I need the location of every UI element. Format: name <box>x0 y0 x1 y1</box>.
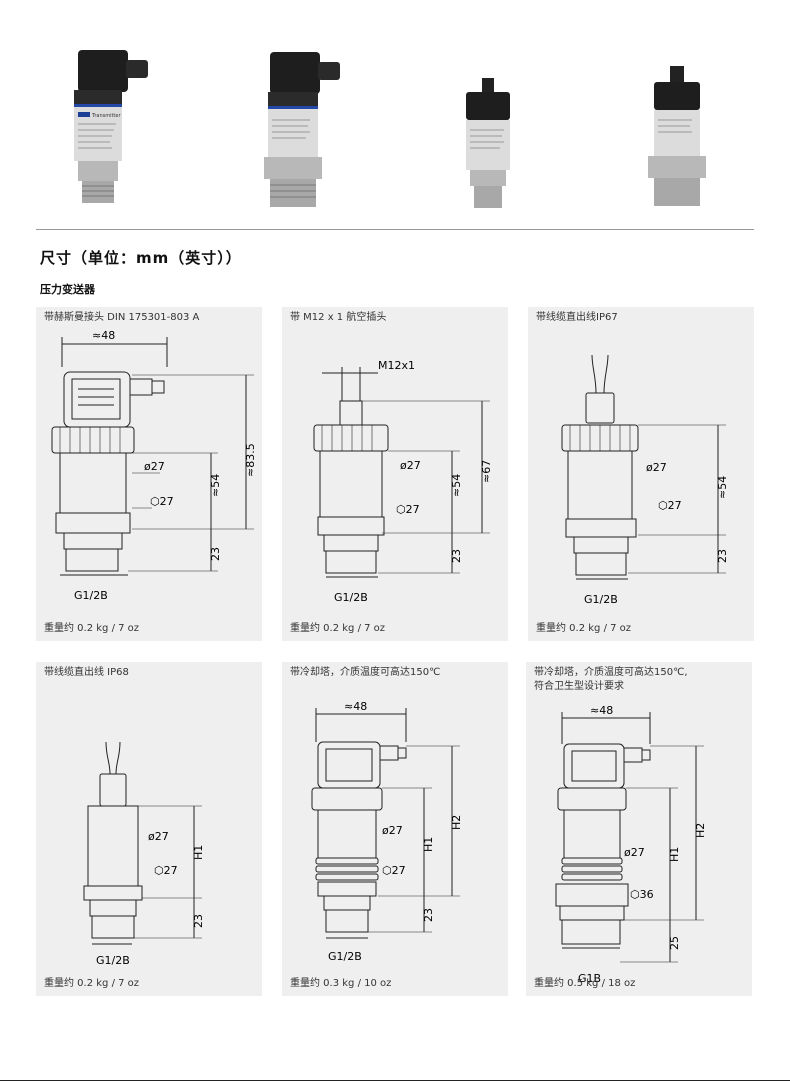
dim-height-3: 23 <box>192 914 205 928</box>
dim-width: ≈48 <box>92 329 115 342</box>
panel-caption: 带冷却塔，介质温度可高达150℃ <box>290 667 441 678</box>
panel-caption: 带冷却塔，介质温度可高达150℃, 符合卫生型设计要求 <box>534 667 688 692</box>
dimension-labels: ≈48 ø27 ⬡27 G1/2B ≈54 ≈83.5 23 <box>74 329 257 602</box>
dim-height-2: ≈83.5 <box>244 443 257 477</box>
dim-height-1: ≈54 <box>450 474 463 497</box>
dim-thread: G1/2B <box>328 950 362 963</box>
panel-caption: 带线缆直出线 IP68 <box>44 667 129 678</box>
dim-thread: G1/2B <box>96 954 130 967</box>
dim-height-3: 25 <box>668 936 681 950</box>
dimension-labels: ø27 ⬡27 G1/2B ≈54 23 <box>584 461 729 606</box>
dimension-drawing <box>561 354 726 580</box>
dim-height-2: H2 <box>450 815 463 830</box>
dimension-panel-cable-ip68: 带线缆直出线 IP68 ø27 ⬡27 G1/2B H1 23 重量约 0.2 … <box>36 662 262 996</box>
dimension-drawing <box>83 741 202 945</box>
dim-hex: ⬡36 <box>630 888 654 901</box>
dim-height-3: 23 <box>209 547 222 561</box>
dim-height-2: H2 <box>694 823 707 838</box>
dim-hex: ⬡27 <box>154 864 178 877</box>
panel-weight: 重量约 0.2 kg / 7 oz <box>44 978 140 989</box>
dim-width: ≈48 <box>344 700 367 713</box>
dim-height-1: H1 <box>422 837 435 852</box>
dim-thread: G1/2B <box>584 593 618 606</box>
dim-diameter: ø27 <box>646 461 667 474</box>
dim-height-1: H1 <box>192 845 205 860</box>
dimension-drawing <box>51 337 254 576</box>
panel-weight: 重量约 0.3 kg / 10 oz <box>290 978 392 989</box>
dimension-drawing <box>555 712 704 963</box>
dim-connector: M12x1 <box>378 359 415 372</box>
dimension-drawing <box>313 367 490 578</box>
dim-height-2: ≈67 <box>480 460 493 483</box>
dim-hex: ⬡27 <box>658 499 682 512</box>
dimension-panel-m12: 带 M12 x 1 航空插头 M12x1 ø27 ⬡27 G1/2B ≈54 ≈… <box>282 307 508 641</box>
dim-height-1: ≈54 <box>716 476 729 499</box>
dim-diameter: ø27 <box>400 459 421 472</box>
divider-line <box>36 229 754 230</box>
dim-diameter: ø27 <box>382 824 403 837</box>
panel-weight: 重量约 0.2 kg / 7 oz <box>44 623 140 634</box>
dim-hex: ⬡27 <box>382 864 406 877</box>
panel-caption: 带 M12 x 1 航空插头 <box>290 312 387 323</box>
dimension-labels: ø27 ⬡27 G1/2B H1 23 <box>96 830 205 967</box>
dim-thread: G1/2B <box>74 589 108 602</box>
dimension-panel-cooling: 带冷却塔，介质温度可高达150℃ ≈48 ø27 ⬡27 G1/2B H1 H2… <box>282 662 508 996</box>
dim-hex: ⬡27 <box>150 495 174 508</box>
panel-weight: 重量约 0.5 kg / 18 oz <box>534 978 636 989</box>
dimension-panel-cable-ip67: 带线缆直出线IP67 ø27 ⬡27 G1/2B ≈54 23 重量约 0.2 … <box>528 307 754 641</box>
dimension-panel-cooling-hygienic: 带冷却塔，介质温度可高达150℃, 符合卫生型设计要求 ≈48 ø27 ⬡36 … <box>526 662 752 996</box>
dim-height-1: ≈54 <box>209 474 222 497</box>
panel-caption: 带赫斯曼接头 DIN 175301-803 A <box>44 312 200 323</box>
section-subtitle: 压力变送器 <box>40 283 95 296</box>
dim-diameter: ø27 <box>148 830 169 843</box>
dim-height-3: 23 <box>716 549 729 563</box>
photo-transmitter-din-large <box>264 52 340 207</box>
dim-hex: ⬡27 <box>396 503 420 516</box>
dim-thread: G1/2B <box>334 591 368 604</box>
dimension-panel-din: 带赫斯曼接头 DIN 175301-803 A ≈48 ø27 ⬡27 G1/2… <box>36 307 262 641</box>
dim-diameter: ø27 <box>144 460 165 473</box>
dimension-labels: ≈48 ø27 ⬡36 G1B H1 H2 25 <box>578 704 707 985</box>
page-title: 尺寸（单位：mm（英寸）） <box>40 249 242 267</box>
photo-transmitter-din: Transmitter <box>74 50 148 203</box>
panel-weight: 重量约 0.2 kg / 7 oz <box>290 623 386 634</box>
dimension-labels: ≈48 ø27 ⬡27 G1/2B H1 H2 23 <box>328 700 463 963</box>
dim-thread: G1B <box>578 972 601 985</box>
dimension-drawing <box>311 708 460 939</box>
product-photos: Transmitter <box>0 40 790 220</box>
dim-height-3: 23 <box>450 549 463 563</box>
dim-height-1: H1 <box>668 847 681 862</box>
photo-transmitter-m12 <box>466 78 510 208</box>
dim-diameter: ø27 <box>624 846 645 859</box>
dim-width: ≈48 <box>590 704 613 717</box>
panel-weight: 重量约 0.2 kg / 7 oz <box>536 623 632 634</box>
panel-caption: 带线缆直出线IP67 <box>536 312 618 323</box>
photo-label-text: Transmitter <box>91 113 121 119</box>
photo-transmitter-m12-large <box>648 66 706 206</box>
bottom-rule <box>0 1080 790 1081</box>
dim-height-3: 23 <box>422 908 435 922</box>
dimension-labels: M12x1 ø27 ⬡27 G1/2B ≈54 ≈67 23 <box>334 359 493 604</box>
